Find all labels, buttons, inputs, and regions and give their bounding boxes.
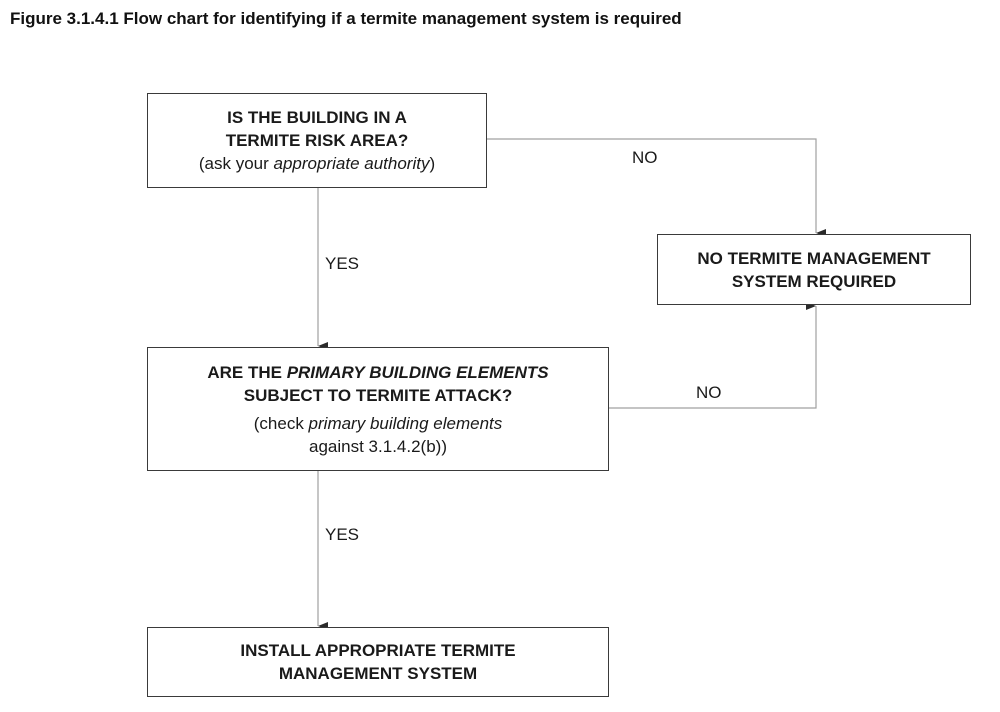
q1-note-pre: (ask your [198, 154, 274, 173]
q2-line1-italic: PRIMARY BUILDING ELEMENTS [286, 362, 549, 382]
outcome-no-system-required: NO TERMITE MANAGEMENT SYSTEM REQUIRED [657, 234, 971, 305]
q2-note1: (check primary building elements [254, 412, 503, 435]
q2-note1-pre: (check [253, 413, 309, 433]
q2-line2: SUBJECT TO TERMITE ATTACK? [243, 385, 513, 405]
install-line2: MANAGEMENT SYSTEM [278, 664, 478, 683]
none-line2: SYSTEM REQUIRED [731, 271, 897, 291]
decision-termite-risk-area: IS THE BUILDING IN A TERMITE RISK AREA? … [147, 93, 487, 188]
q1-note-italic: appropriate authority [273, 154, 430, 173]
q1-note-post: ) [429, 154, 436, 173]
q2-line1-pre: ARE THE [207, 362, 287, 382]
outcome-install-system: INSTALL APPROPRIATE TERMITE MANAGEMENT S… [147, 627, 609, 697]
q1-line1: IS THE BUILDING IN A [227, 108, 407, 127]
edge-label-q1-no: NO [632, 148, 658, 167]
q2-note2: against 3.1.4.2(b)) [309, 436, 447, 456]
q2-line1: ARE THE PRIMARY BUILDING ELEMENTS [207, 361, 548, 384]
none-line1: NO TERMITE MANAGEMENT [697, 248, 931, 268]
edge-label-q2-no: NO [696, 383, 722, 402]
figure-title: Figure 3.1.4.1 Flow chart for identifyin… [10, 9, 682, 28]
install-line1: INSTALL APPROPRIATE TERMITE [240, 641, 516, 660]
decision-elements-subject-to-attack: ARE THE PRIMARY BUILDING ELEMENTS SUBJEC… [147, 347, 609, 471]
q1-note: (ask your appropriate authority) [199, 152, 435, 175]
connector-q2-no [609, 302, 817, 409]
q1-line2: TERMITE RISK AREA? [225, 131, 409, 150]
connector-q1-no [487, 138, 826, 237]
edge-label-q1-yes: YES [325, 254, 360, 273]
edge-label-q2-yes: YES [325, 525, 360, 544]
q2-note1-italic: primary building elements [308, 413, 503, 433]
